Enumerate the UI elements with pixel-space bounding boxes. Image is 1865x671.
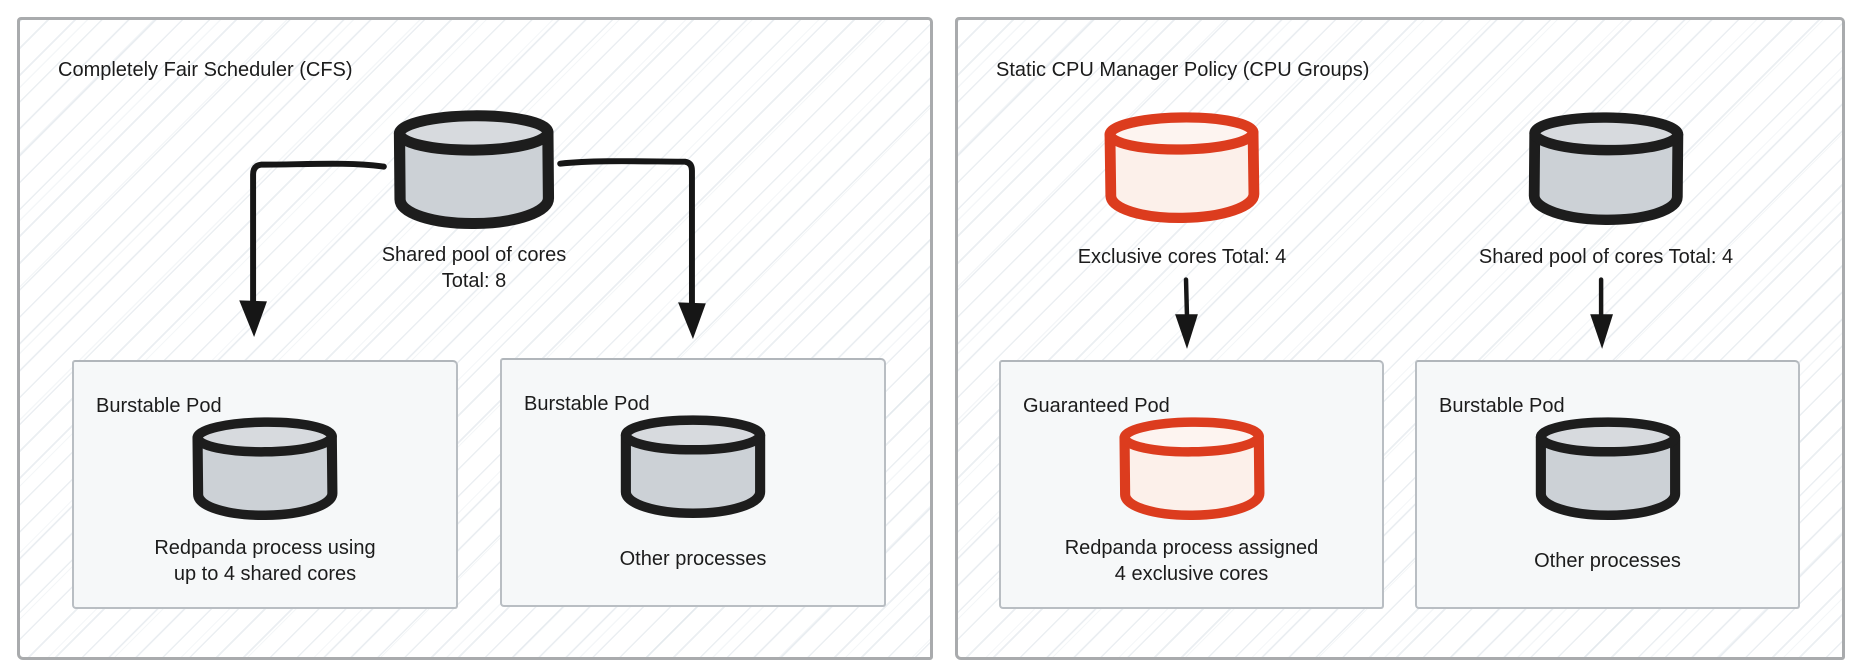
arrowhead-down-right-icon xyxy=(1590,314,1613,349)
pod-title: Burstable Pod xyxy=(96,395,222,417)
pod-caption: Other processes xyxy=(502,530,884,588)
pod-box-burstable-other: Burstable Pod Other processes xyxy=(1415,360,1800,609)
shared-pool-cylinder-icon xyxy=(1525,112,1688,225)
shared-pool-label: Shared pool of cores Total: 8 xyxy=(324,242,624,294)
pod-caption: Redpanda process using up to 4 shared co… xyxy=(74,532,456,590)
shared-pool-label-line2: Total: 8 xyxy=(441,270,507,292)
pod-caption: Redpanda process assigned 4 exclusive co… xyxy=(1001,532,1382,590)
pod-caption-line1: Other processes xyxy=(1534,550,1681,572)
shared-pool-cylinder-icon xyxy=(389,110,558,229)
arrowhead-left-icon xyxy=(239,300,267,338)
shared-pool-label: Shared pool of cores Total: 4 xyxy=(1478,246,1734,268)
pod-caption: Other processes xyxy=(1417,532,1798,590)
pod-title: Burstable Pod xyxy=(524,393,650,415)
process-cylinder-icon xyxy=(1115,417,1268,521)
pod-box-guaranteed: Guaranteed Pod Redpanda process assigned… xyxy=(999,360,1384,609)
arrowhead-right-icon xyxy=(678,302,706,339)
pod-title: Guaranteed Pod xyxy=(1023,395,1170,417)
pod-caption-line2: up to 4 shared cores xyxy=(173,563,357,585)
arrow-down-left-icon xyxy=(1183,277,1190,320)
panel-static-cpu-manager: Static CPU Manager Policy (CPU Groups) E… xyxy=(955,17,1845,660)
pod-box-burstable-other: Burstable Pod Other processes xyxy=(500,358,886,607)
pod-caption-line1: Other processes xyxy=(619,548,767,570)
arrowhead-down-left-icon xyxy=(1175,314,1198,349)
process-cylinder-icon xyxy=(1532,417,1684,520)
process-cylinder-icon xyxy=(617,415,769,518)
shared-pool-label-line1: Shared pool of cores xyxy=(381,244,567,266)
pod-title: Burstable Pod xyxy=(1439,395,1565,417)
pod-caption-line1: Redpanda process using xyxy=(154,537,376,559)
panel-cfs: Completely Fair Scheduler (CFS) Shared p… xyxy=(17,17,933,660)
pod-caption-line1: Redpanda process assigned xyxy=(1064,537,1319,559)
pod-box-burstable-redpanda: Burstable Pod Redpanda process using up … xyxy=(72,360,458,609)
panel-cfs-title: Completely Fair Scheduler (CFS) xyxy=(58,59,353,81)
pod-caption-line2: 4 exclusive cores xyxy=(1114,563,1269,585)
panel-static-title: Static CPU Manager Policy (CPU Groups) xyxy=(996,59,1370,81)
exclusive-cores-label: Exclusive cores Total: 4 xyxy=(1077,246,1287,268)
process-cylinder-icon xyxy=(188,417,341,521)
exclusive-cores-cylinder-icon xyxy=(1100,112,1264,224)
